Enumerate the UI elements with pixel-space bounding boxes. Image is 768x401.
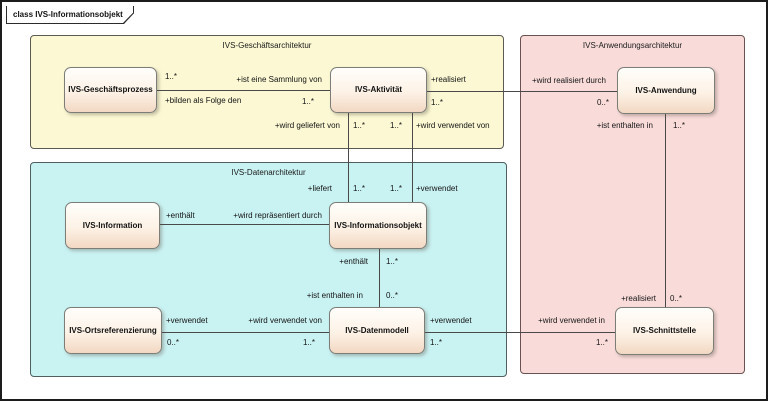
class-node-label: IVS-Aktivität — [354, 85, 403, 94]
class-node-geschaeftsprozess[interactable]: IVS-Geschäftsprozess — [64, 67, 157, 113]
multiplicity-label: 0..* — [386, 291, 399, 300]
multiplicity-label: 1..* — [389, 121, 402, 130]
role-label: +wird verwendet von — [416, 121, 490, 130]
role-label: +enthält — [166, 211, 195, 220]
class-node-label: IVS-Information — [82, 220, 143, 230]
class-node-information[interactable]: IVS-Information — [65, 202, 160, 249]
multiplicity-label: 0..* — [596, 98, 609, 107]
role-label: +wird geliefert von — [274, 121, 340, 130]
role-label: +verwendet — [166, 316, 208, 325]
role-label: +wird repräsentiert durch — [233, 211, 322, 220]
edge-datenmodell-schnittstelle — [425, 332, 615, 333]
class-node-label: IVS-Informationsobjekt — [334, 220, 422, 230]
edge-information-infoobjekt — [160, 224, 329, 225]
multiplicity-label: 1..* — [302, 338, 315, 347]
multiplicity-label: 1..* — [302, 97, 315, 106]
role-label: +verwendet — [416, 184, 458, 193]
frame-tab: class IVS-Informationsobjekt — [6, 6, 134, 24]
role-label: +liefert — [307, 184, 332, 193]
role-label: +ist eine Sammlung von — [236, 75, 322, 84]
class-node-informationsobjekt[interactable]: IVS-Informationsobjekt — [329, 202, 427, 249]
class-node-ortsreferenzierung[interactable]: IVS-Ortsreferenzierung — [64, 307, 162, 354]
multiplicity-label: 1..* — [595, 338, 608, 347]
multiplicity-label: 1..* — [353, 121, 366, 130]
class-node-aktivitaet[interactable]: IVS-Aktivität — [330, 67, 427, 113]
role-label: +enthält — [339, 257, 368, 266]
frame-title: class IVS-Informationsobjekt — [7, 6, 133, 23]
region-application-label: IVS-Anwendungsarchitektur — [582, 41, 683, 50]
role-label: +ist enthalten in — [596, 121, 653, 130]
edge-aktivitaet-infoobjekt-liefert — [348, 113, 349, 202]
multiplicity-label: 1..* — [673, 121, 686, 130]
multiplicity-label: 1..* — [389, 184, 402, 193]
edge-anwendung-schnittstelle — [665, 114, 666, 307]
region-data-label: IVS-Datenarchitektur — [231, 168, 306, 177]
region-business-label: IVS-Geschäftsarchitektur — [222, 41, 312, 50]
class-node-datenmodell[interactable]: IVS-Datenmodell — [329, 307, 425, 354]
multiplicity-label: 1..* — [430, 338, 443, 347]
role-label: +bilden als Folge den — [165, 96, 242, 105]
role-label: +ist enthalten in — [306, 291, 363, 300]
role-label: +realisiert — [431, 75, 466, 84]
role-label: +wird verwendet von — [248, 316, 322, 325]
role-label: +wird verwendet in — [538, 316, 605, 325]
edge-aktivitaet-infoobjekt-verwendet — [412, 113, 413, 202]
multiplicity-label: 0..* — [670, 294, 683, 303]
edge-aktivitaet-anwendung — [427, 91, 617, 92]
role-label: +realisiert — [621, 294, 656, 303]
edge-prozess-aktivitaet — [157, 90, 330, 91]
multiplicity-label: 0..* — [167, 338, 180, 347]
role-label: +wird realisiert durch — [531, 76, 606, 85]
multiplicity-label: 1..* — [386, 257, 399, 266]
class-node-label: IVS-Schnittstelle — [632, 326, 697, 335]
class-node-schnittstelle[interactable]: IVS-Schnittstelle — [615, 307, 714, 355]
multiplicity-label: 1..* — [431, 98, 444, 107]
edge-orts-datenmodell — [162, 332, 329, 333]
multiplicity-label: 1..* — [165, 72, 178, 81]
class-node-anwendung[interactable]: IVS-Anwendung — [617, 67, 715, 114]
class-node-label: IVS-Ortsreferenzierung — [69, 325, 157, 335]
class-node-label: IVS-Geschäftsprozess — [68, 85, 153, 94]
edge-infoobjekt-datenmodell — [379, 249, 380, 307]
role-label: +verwendet — [430, 316, 472, 325]
multiplicity-label: 1..* — [353, 184, 366, 193]
class-node-label: IVS-Anwendung — [635, 85, 697, 95]
class-node-label: IVS-Datenmodell — [345, 325, 409, 335]
